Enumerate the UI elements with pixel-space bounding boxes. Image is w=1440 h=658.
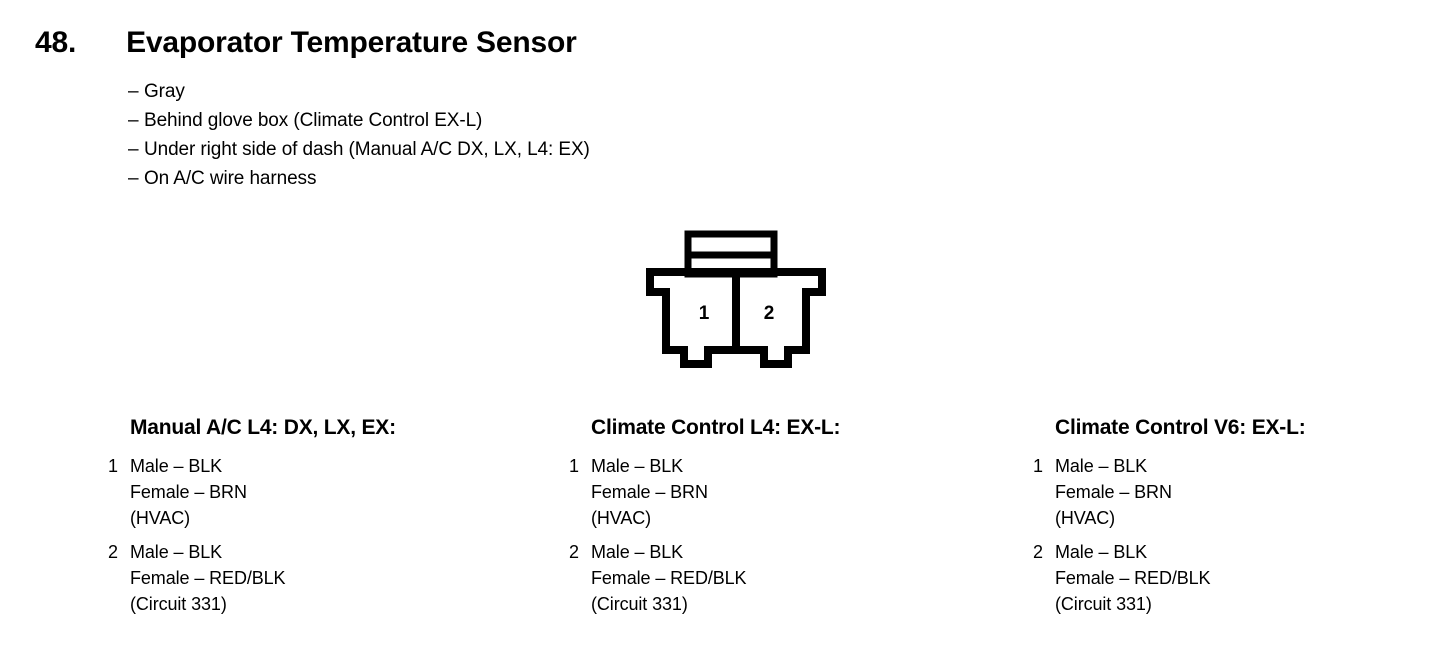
pin-entry: 1 Male – BLK Female – BRN (HVAC) — [569, 453, 840, 531]
pin-entry-line: Male – BLK — [130, 542, 223, 562]
spec-list-item: –Gray — [128, 77, 590, 106]
dash-bullet-icon: – — [128, 139, 139, 160]
spec-list-item: –On A/C wire harness — [128, 164, 590, 193]
column-heading: Manual A/C L4: DX, LX, EX: — [130, 416, 396, 439]
pin-entry-line: (HVAC) — [130, 508, 191, 528]
column-heading: Climate Control L4: EX-L: — [591, 416, 841, 439]
spec-list-item-text: Gray — [144, 81, 185, 102]
pin-entry-line: Male – BLK — [1055, 456, 1148, 476]
pin-entry-index: 1 — [569, 456, 580, 476]
pin-entry-line: Female – BRN — [591, 482, 708, 502]
pin-entry-index: 2 — [1033, 542, 1044, 562]
pin-entry-line: Female – RED/BLK — [1055, 568, 1211, 588]
spec-list-item: –Behind glove box (Climate Control EX-L) — [128, 106, 590, 135]
connector-diagram: 1 2 — [636, 230, 836, 375]
pin-entry-index: 1 — [1033, 456, 1044, 476]
pin-entry-line: Female – BRN — [130, 482, 247, 502]
page-title: Evaporator Temperature Sensor — [126, 26, 577, 59]
pin-entry: 1 Male – BLK Female – BRN (HVAC) — [1033, 453, 1306, 531]
page-heading: 48. Evaporator Temperature Sensor — [35, 26, 577, 60]
pin-entry: 2 Male – BLK Female – RED/BLK (Circuit 3… — [569, 539, 840, 617]
pin-entry-line: (Circuit 331) — [1055, 594, 1152, 614]
pin-entry-line: (Circuit 331) — [130, 594, 227, 614]
spec-list-item-text: On A/C wire harness — [144, 168, 317, 189]
dash-bullet-icon: – — [128, 168, 139, 189]
pin-entry-line: Female – BRN — [1055, 482, 1172, 502]
pin-entry: 2 Male – BLK Female – RED/BLK (Circuit 3… — [108, 539, 396, 617]
pin-entry-line: Male – BLK — [1055, 542, 1148, 562]
pin-number-2: 2 — [764, 303, 775, 324]
connector-body-outline — [646, 268, 826, 368]
spec-list: –Gray –Behind glove box (Climate Control… — [128, 77, 590, 193]
pin-number-1: 1 — [699, 303, 710, 324]
pin-entry-lines: Male – BLK Female – RED/BLK (Circuit 331… — [1055, 539, 1211, 617]
pin-entry-line: (HVAC) — [591, 508, 652, 528]
pin-entry-lines: Male – BLK Female – RED/BLK (Circuit 331… — [591, 539, 747, 617]
pin-entry-line: (Circuit 331) — [591, 594, 688, 614]
pin-entry-line: Female – RED/BLK — [130, 568, 286, 588]
pin-assignment-column: Climate Control L4: EX-L: 1 Male – BLK F… — [569, 416, 841, 617]
pin-entry-line: Male – BLK — [130, 456, 223, 476]
pin-entry-lines: Male – BLK Female – BRN (HVAC) — [1055, 453, 1172, 531]
spec-list-item-text: Under right side of dash (Manual A/C DX,… — [144, 139, 590, 160]
pin-assignment-column: Climate Control V6: EX-L: 1 Male – BLK F… — [1033, 416, 1306, 617]
connector-outline-svg: 1 2 — [646, 230, 826, 368]
pin-entry-index: 2 — [108, 542, 119, 562]
pin-entry-lines: Male – BLK Female – BRN (HVAC) — [591, 453, 708, 531]
pin-entry: 1 Male – BLK Female – BRN (HVAC) — [108, 453, 396, 531]
pin-entry-index: 1 — [108, 456, 119, 476]
column-heading: Climate Control V6: EX-L: — [1055, 416, 1306, 439]
pin-entry-index: 2 — [569, 542, 580, 562]
dash-bullet-icon: – — [128, 81, 139, 102]
pin-entry: 2 Male – BLK Female – RED/BLK (Circuit 3… — [1033, 539, 1306, 617]
pin-entry-line: Female – RED/BLK — [591, 568, 747, 588]
pin-entry-lines: Male – BLK Female – RED/BLK (Circuit 331… — [130, 539, 286, 617]
spec-list-item-text: Behind glove box (Climate Control EX-L) — [144, 110, 483, 131]
item-number: 48. — [35, 26, 77, 59]
pin-entry-line: Male – BLK — [591, 542, 684, 562]
pin-entry-line: Male – BLK — [591, 456, 684, 476]
pin-assignment-column: Manual A/C L4: DX, LX, EX: 1 Male – BLK … — [108, 416, 396, 617]
spec-list-item: –Under right side of dash (Manual A/C DX… — [128, 135, 590, 164]
pin-entry-lines: Male – BLK Female – BRN (HVAC) — [130, 453, 247, 531]
pin-entry-line: (HVAC) — [1055, 508, 1116, 528]
dash-bullet-icon: – — [128, 110, 139, 131]
